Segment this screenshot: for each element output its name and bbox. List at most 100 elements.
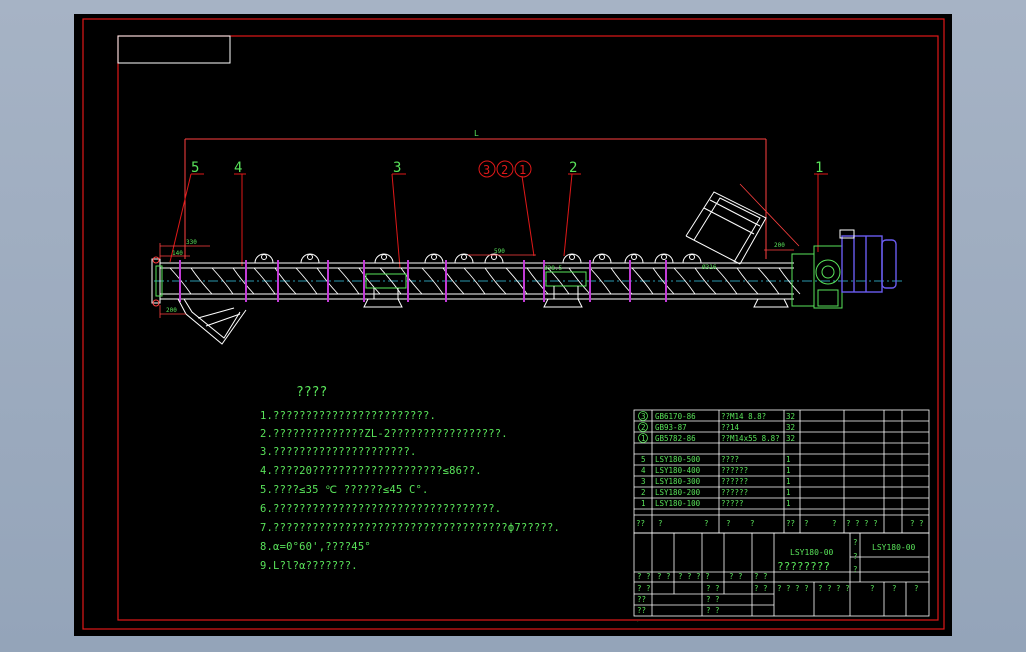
support-legs [363,286,789,308]
flight-curve [589,267,612,295]
inlet-chute [685,191,767,265]
bearing-cap [689,254,695,260]
flight-curve [358,267,381,295]
tb-right-1: ? ? ? ? [777,584,809,593]
dim-285: Ø28.5 [544,265,562,272]
bearing-cap [569,254,575,260]
flight-curve [736,267,759,295]
flight-curve [631,267,654,295]
bom-fastener-2-qty: 32 [786,423,795,432]
bom-part-5-no: 1 [641,499,646,508]
bom-fastener-2-no: 2 [641,423,646,432]
flight-curve [232,267,255,295]
circled-part-markers: 3 2 1 [478,160,532,178]
dim-200-right: 200 [774,242,785,249]
dim-140: 140 [172,250,183,257]
flight-curve [253,267,276,295]
hanger-blocks [365,271,587,289]
flight-curve [400,267,423,295]
bearing-dome [374,253,394,264]
note-2: 2.??????????????ZL-2?????????????????. [260,428,508,440]
bearing-cap [491,254,497,260]
bom-part-4-name: ?????? [721,488,748,497]
section-flanges [179,260,667,302]
bom-fastener-2-code: GB93-87 [655,423,687,432]
fastener-circle [638,422,648,432]
bom-fastener-1-qty: 32 [786,412,795,421]
inner-frame [117,35,939,621]
tb-label-5: ? ? [754,572,768,581]
bearing-cap [307,254,313,260]
screw-flights [169,267,801,295]
bearing-dome [682,253,702,264]
flight-curve [547,267,570,295]
bom-fastener-2-name: ??14 [721,423,740,432]
bom-part-3-no: 3 [641,477,646,486]
bom-fastener-3-name: ??M14x55 8.8? [721,434,780,443]
flight-curve [442,267,465,295]
note-7: 7.????????????????????????????????????ф7… [260,522,560,534]
outlet-dimension [159,305,186,318]
flight-curve [274,267,297,295]
tb-label-7: ?? [637,595,646,604]
outlet-chute [177,298,247,345]
bearing-dome [254,253,274,264]
drawing-title: ???????? [777,560,830,573]
drawing-number: LSY180-00 [790,548,834,557]
tb-right-3: ? [870,584,875,593]
tb-label-9: ?? [637,621,639,623]
bom-part-3-name: ?????? [721,477,748,486]
bom-part-2-qty: 1 [786,466,791,475]
bom-header-2: ? [658,519,663,528]
bom-header-8: ? [832,519,837,528]
outer-frame [82,18,945,630]
drive-motor [841,235,897,293]
flight-curve [337,267,360,295]
bom-part-5-name: ????? [721,499,744,508]
overall-dimension [184,138,767,259]
title-block [633,532,930,617]
bom-fastener-3-no: 1 [641,434,646,443]
bearing-cap [261,254,267,260]
bom-part-1-name: ???? [721,455,739,464]
tb-label-1: ? ? [637,572,651,581]
flight-curve [715,267,738,295]
note-1: 1.????????????????????????. [260,410,437,422]
bom-part-4-no: 2 [641,488,646,497]
circled-2: 2 [501,163,508,177]
note-9: 9.L?l?α???????. [260,560,358,572]
note-5: 5.????≤35 ℃ ??????≤45 C°. [260,484,429,496]
flight-curve [694,267,717,295]
callout-1: 1 [815,160,823,176]
callout-2: 2 [569,160,577,176]
bom-fastener-1-name: ??M14 8.8? [721,412,766,421]
bearing-cap [381,254,387,260]
flight-curve [190,267,213,295]
left-dimensions [159,243,210,259]
conveyor-trough [159,262,794,300]
left-end-bearing [151,256,163,307]
flight-curve [484,267,507,295]
tb-label-4: ? ? [729,572,743,581]
tb-label-8: ?? [637,606,646,615]
bearing-dome [592,253,612,264]
circled-3: 3 [483,163,490,177]
tb-label-6: ? ? [637,584,651,593]
motor-base [839,229,855,239]
dim-overall: L [474,129,479,138]
fastener-circle [638,433,648,443]
tb-side-2: ? [853,552,858,561]
bom-part-3-code: LSY180-300 [655,477,701,486]
tb-mid-3: ? ? [706,606,720,615]
note-4: 4.????20????????????????????≤86??. [260,465,482,477]
bom-header-3: ? [704,519,709,528]
flight-curve [169,267,192,295]
bearing-dome [300,253,320,264]
dim-200-left: 200 [166,307,177,314]
note-8: 8.α=0°60',????45° [260,541,371,553]
bom-header-5: ? [750,519,755,528]
drawing-sheet: L 5 4 3 2 1 3 2 1 [74,14,952,636]
note-3: 3.?????????????????????. [260,446,417,458]
callout-5: 5 [191,160,199,176]
